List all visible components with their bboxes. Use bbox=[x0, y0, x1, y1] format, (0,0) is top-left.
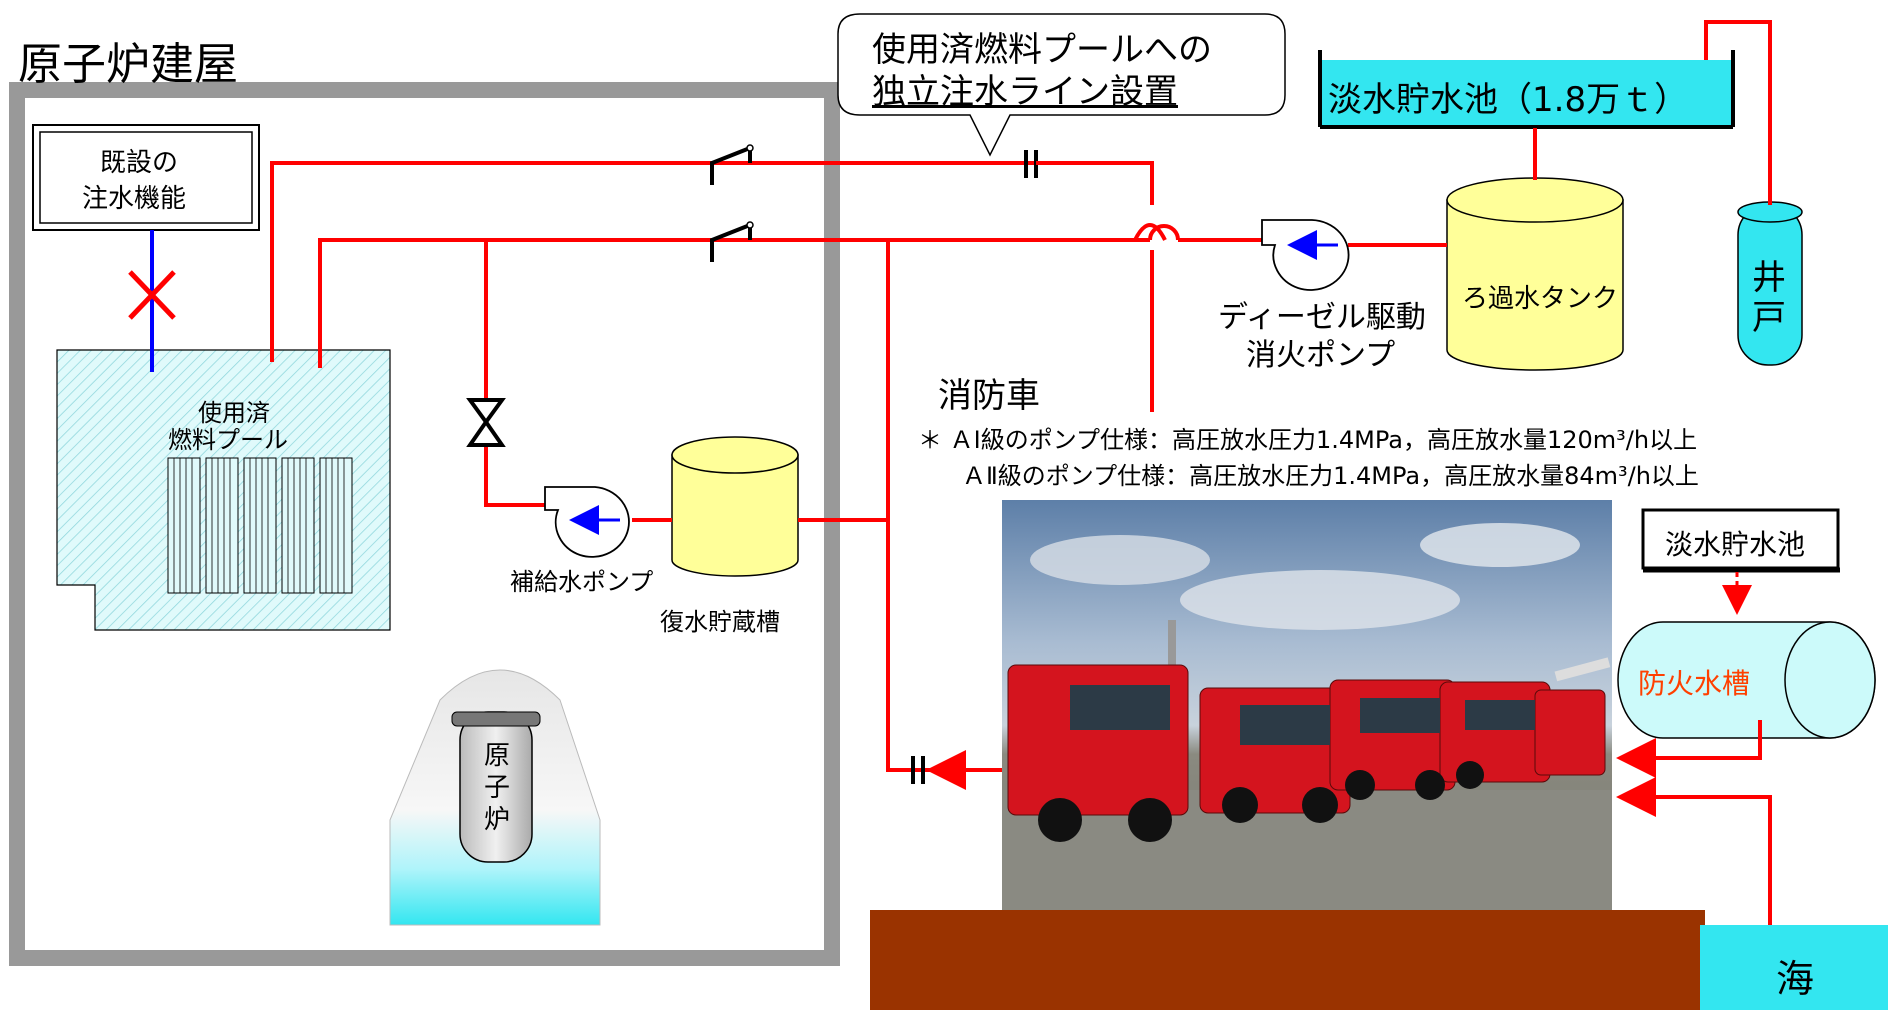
freshwater-reservoir-main bbox=[1318, 60, 1733, 126]
check-valve-upper bbox=[710, 145, 752, 185]
callout-line2: 独立注水ライン設置 bbox=[872, 72, 1178, 112]
diesel-pump-icon bbox=[1261, 219, 1350, 291]
fire-cistern-shape bbox=[1617, 621, 1876, 739]
building-title: 原子炉建屋 bbox=[18, 39, 238, 90]
pump-spec-line2: ＡⅡ級のポンプ仕様：高圧放水圧力1.4MPa，高圧放水量84m³/h以上 bbox=[962, 462, 1699, 490]
filtered-water-tank-label: ろ過水タンク bbox=[1462, 284, 1619, 314]
makeup-pump-label: 補給水ポンプ bbox=[510, 568, 654, 596]
spent-fuel-pool-line1: 使用済 bbox=[198, 399, 270, 427]
diesel-pump-label-line2: 消火ポンプ bbox=[1246, 338, 1396, 373]
condensate-tank-label: 復水貯蔵槽 bbox=[660, 608, 780, 636]
reactor-label-line3: 炉 bbox=[484, 805, 511, 835]
existing-function-line1: 既設の bbox=[100, 148, 179, 178]
freshwater-reservoir-main-label: 淡水貯水池（1.8万ｔ） bbox=[1328, 80, 1689, 120]
spent-fuel-pool-line2: 燃料プール bbox=[168, 426, 288, 454]
callout-line1: 使用済燃料プールへの bbox=[872, 30, 1212, 70]
makeup-pump-icon bbox=[544, 486, 630, 558]
sea-box bbox=[1700, 925, 1888, 1010]
fire-truck-title: 消防車 bbox=[938, 376, 1040, 416]
gate-valve-icon bbox=[466, 398, 506, 447]
ground bbox=[870, 910, 1705, 1010]
well-label-line2: 戸 bbox=[1752, 298, 1786, 338]
diesel-pump-label-line1: ディーゼル駆動 bbox=[1218, 300, 1426, 335]
reactor-label-line1: 原 bbox=[484, 741, 511, 771]
fire-truck-photo bbox=[1002, 500, 1612, 910]
callout-bubble bbox=[837, 13, 1286, 157]
blocked-x-icon bbox=[128, 270, 176, 320]
freshwater-reservoir-small-label: 淡水貯水池 bbox=[1665, 528, 1806, 561]
check-valve-lower bbox=[710, 222, 752, 262]
flange-lower bbox=[911, 756, 925, 784]
existing-function-box bbox=[32, 124, 260, 231]
well-label-line1: 井 bbox=[1752, 258, 1786, 298]
reactor-building-wall bbox=[9, 82, 840, 966]
condensate-tank-shape bbox=[671, 436, 799, 577]
reactor-label-line2: 子 bbox=[484, 773, 511, 803]
pump-spec-line1: ＊ ＡⅠ級のポンプ仕様：高圧放水圧力1.4MPa，高圧放水量120m³/h以上 bbox=[918, 426, 1698, 454]
sea-label: 海 bbox=[1776, 957, 1815, 1001]
fuel-assemblies bbox=[167, 457, 353, 594]
filtered-water-tank-shape bbox=[1446, 177, 1624, 371]
existing-function-line2: 注水機能 bbox=[82, 184, 187, 214]
fire-cistern-label: 防火水槽 bbox=[1638, 667, 1751, 700]
